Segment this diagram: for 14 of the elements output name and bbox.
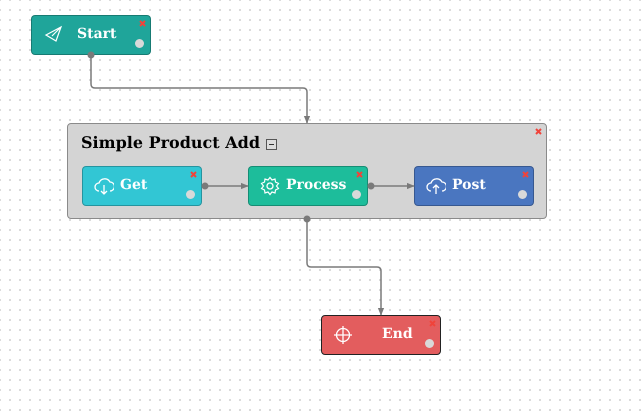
- arrow: [306, 219, 384, 316]
- node-label: Get: [120, 177, 148, 193]
- process-node: [248, 166, 368, 206]
- arrow: [90, 55, 310, 124]
- node-label: Post: [452, 177, 486, 193]
- terminal-node: [31, 15, 151, 55]
- group-title: Simple Product Add: [81, 133, 260, 152]
- node-label: Process: [286, 177, 346, 193]
- group-container: [67, 123, 547, 219]
- node-label: End: [382, 326, 413, 342]
- process-node: [414, 166, 534, 206]
- node-label: Start: [77, 26, 116, 42]
- process-node: [82, 166, 202, 206]
- terminal-node: [321, 315, 441, 355]
